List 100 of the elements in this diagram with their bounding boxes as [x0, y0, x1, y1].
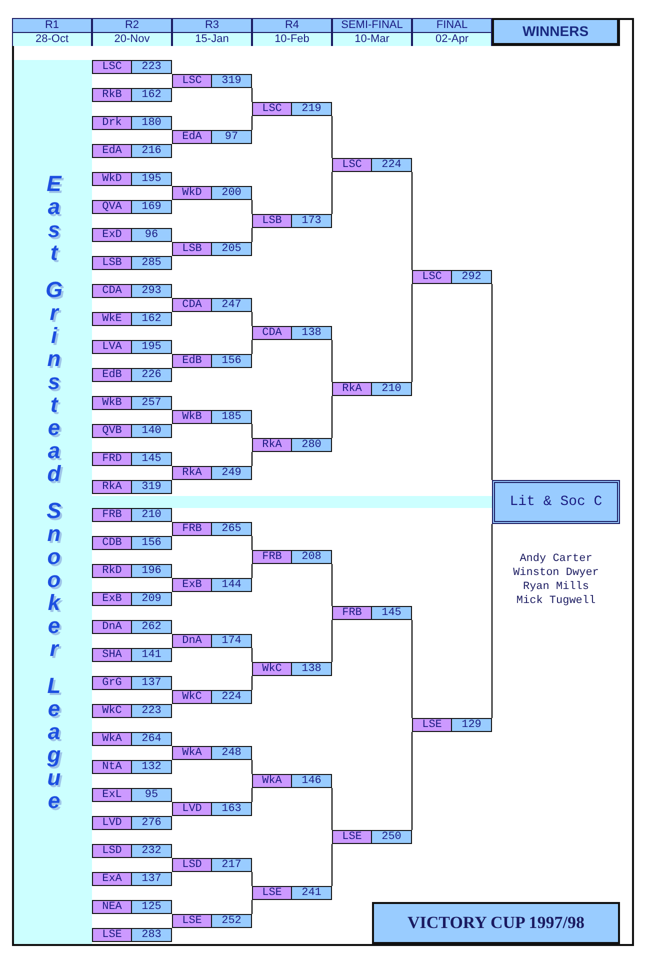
team-code: EdB	[173, 355, 212, 367]
team-code: WkD	[93, 173, 132, 185]
score-value: 138	[292, 663, 331, 675]
match-entry	[172, 746, 252, 760]
bracket-line	[491, 284, 493, 480]
score-value: 200	[212, 187, 251, 199]
match-entry	[92, 816, 172, 830]
bracket-line	[251, 228, 253, 242]
team-code: ExD	[93, 229, 132, 241]
match-entry	[172, 802, 252, 816]
team-code: CDA	[93, 285, 132, 297]
match-entry	[172, 410, 252, 424]
match-entry	[172, 74, 252, 88]
bracket-line	[251, 564, 253, 578]
match-entry	[252, 326, 332, 340]
header-text: WINNERS	[522, 22, 589, 41]
round-date: 10-Feb	[253, 33, 331, 46]
bracket-line	[491, 524, 493, 718]
score-value: 146	[292, 775, 331, 787]
team-code: RkA	[173, 467, 212, 479]
bracket-line	[331, 116, 333, 158]
match-entry	[252, 662, 332, 676]
match-entry	[92, 704, 172, 718]
score-value: 162	[132, 313, 171, 325]
team-code: QVA	[93, 201, 132, 213]
score-value: 96	[132, 229, 171, 241]
score-value: 173	[292, 215, 331, 227]
score-value: 132	[132, 761, 171, 773]
score-value: 262	[132, 621, 171, 633]
match-entry	[252, 774, 332, 788]
vertical-league-name: East Grinstead Snooker League	[44, 172, 64, 812]
score-value: 169	[132, 201, 171, 213]
score-value: 219	[292, 103, 331, 115]
score-value: 162	[132, 89, 171, 101]
match-entry	[92, 172, 172, 186]
match-entry	[332, 606, 412, 620]
team-code: NtA	[93, 761, 132, 773]
team-code: RkA	[93, 481, 132, 493]
team-code: LVD	[173, 803, 212, 815]
match-entry	[92, 60, 172, 74]
team-code: LSB	[173, 243, 212, 255]
team-code: EdA	[93, 145, 132, 157]
player-name: Andy Carter	[520, 552, 592, 566]
team-code: LVA	[93, 341, 132, 353]
match-entry	[172, 242, 252, 256]
match-entry	[332, 158, 412, 172]
bracket-line	[411, 284, 413, 382]
match-entry	[172, 130, 252, 144]
bracket-line	[251, 872, 253, 886]
match-entry	[412, 718, 492, 732]
team-code: LSE	[173, 915, 212, 927]
score-value: 276	[132, 817, 171, 829]
match-entry	[92, 592, 172, 606]
score-value: 293	[132, 285, 171, 297]
bracket-line	[251, 452, 253, 466]
score-value: 252	[212, 915, 251, 927]
winner-team-name: Lit & Soc C	[510, 492, 602, 512]
score-value: 145	[132, 453, 171, 465]
score-value: 195	[132, 173, 171, 185]
match-entry	[92, 928, 172, 942]
score-value: 241	[292, 887, 331, 899]
match-entry	[252, 438, 332, 452]
bracket-line	[251, 900, 253, 914]
team-code: LSE	[93, 929, 132, 941]
match-entry	[252, 886, 332, 900]
match-entry	[92, 396, 172, 410]
score-value: 185	[212, 411, 251, 423]
match-entry	[92, 872, 172, 886]
team-code: GrG	[93, 677, 132, 689]
match-entry	[92, 564, 172, 578]
round-date: 28-Oct	[13, 33, 91, 46]
bracket-line	[331, 340, 333, 382]
score-value: 232	[132, 845, 171, 857]
team-code: RkA	[333, 383, 372, 395]
player-name: Ryan Mills	[522, 580, 589, 594]
bracket-line	[251, 424, 253, 438]
score-value: 95	[132, 789, 171, 801]
match-entry	[92, 536, 172, 550]
team-code: WkB	[173, 411, 212, 423]
match-entry	[92, 620, 172, 634]
match-entry	[172, 466, 252, 480]
score-value: 265	[212, 523, 251, 535]
match-entry	[92, 732, 172, 746]
bracket-line	[251, 648, 253, 662]
round-date: 10-Mar	[333, 33, 411, 46]
match-entry	[92, 200, 172, 214]
score-value: 319	[212, 75, 251, 87]
team-code: LSB	[253, 215, 292, 227]
match-entry	[92, 452, 172, 466]
bracket-line	[251, 200, 253, 214]
match-entry	[332, 830, 412, 844]
match-entry	[92, 676, 172, 690]
match-entry	[92, 228, 172, 242]
winner-team-box	[492, 480, 620, 524]
player-name: Mick Tugwell	[516, 594, 596, 608]
team-code: LSC	[413, 271, 452, 283]
team-code: FRB	[333, 607, 372, 619]
score-value: 210	[372, 383, 411, 395]
match-entry	[172, 578, 252, 592]
score-value: 156	[132, 537, 171, 549]
